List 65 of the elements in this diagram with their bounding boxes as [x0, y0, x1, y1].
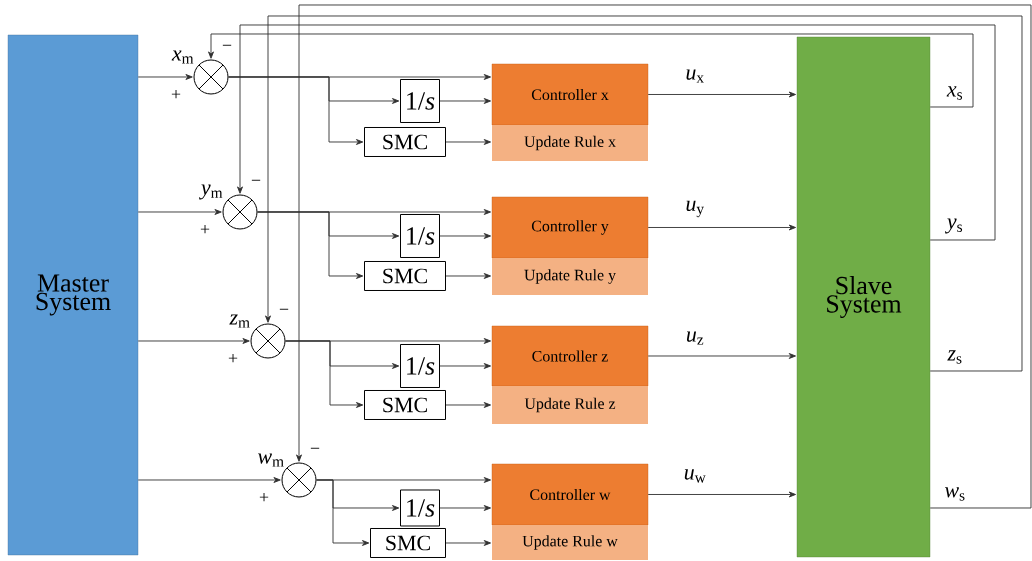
arrow	[439, 233, 491, 239]
sign-label: +	[228, 353, 238, 363]
signal-label: u$_{x}$	[686, 69, 704, 83]
controller-block: Controller x	[491, 63, 649, 126]
integrator-block: 1/s	[400, 79, 440, 123]
arrow	[137, 209, 222, 215]
smc-block: SMC	[370, 528, 446, 558]
arrow	[296, 4, 1032, 509]
sign-label: −	[279, 308, 289, 310]
signal-label: z$_{s}$	[947, 350, 962, 364]
arrow	[647, 353, 796, 359]
arrow	[137, 477, 281, 483]
arrow	[265, 15, 1023, 372]
sign-label: −	[251, 179, 261, 181]
signal-label: x$_{m}$	[171, 50, 194, 64]
sign-label: −	[222, 44, 232, 46]
controller-block: Controller z	[491, 325, 649, 387]
integrator-block: 1/s	[400, 214, 440, 258]
arrow	[257, 211, 364, 279]
arrow	[137, 74, 193, 80]
arrow	[316, 479, 370, 546]
integrator-block: 1/s	[400, 489, 440, 527]
arrow	[445, 540, 491, 546]
signal-label: z$_{m}$	[229, 314, 250, 328]
summing-junction	[193, 59, 229, 95]
system-block: Slave System	[796, 36, 931, 558]
arrow	[647, 491, 796, 498]
sign-label: +	[200, 224, 210, 234]
smc-block: SMC	[364, 390, 446, 420]
update-rule-block: Update Rule z	[492, 386, 648, 424]
sign-label: +	[259, 492, 269, 502]
arrow	[439, 98, 491, 104]
arrow	[445, 402, 491, 408]
arrow	[445, 273, 491, 279]
summing-junction	[250, 323, 286, 359]
update-rule-block: Update Rule y	[492, 258, 648, 295]
sign-label: +	[171, 89, 181, 99]
smc-block: SMC	[364, 261, 446, 291]
summing-junction	[222, 194, 258, 230]
arrow	[647, 224, 796, 231]
arrow	[439, 363, 491, 369]
arrow	[237, 24, 996, 241]
arrow	[647, 91, 796, 98]
integrator-block: 1/s	[400, 344, 440, 388]
controller-block: Controller w	[491, 463, 649, 526]
signal-label: y$_{m}$	[199, 184, 223, 200]
signal-label: u$_{z}$	[686, 331, 704, 345]
arrow	[228, 76, 364, 145]
sign-label: −	[310, 447, 320, 449]
signal-label: x$_{s}$	[946, 86, 963, 100]
signal-label: u$_{y}$	[686, 200, 704, 218]
arrow	[208, 33, 974, 108]
arrow	[439, 505, 491, 511]
arrow	[445, 139, 491, 145]
smc-block: SMC	[364, 127, 446, 157]
controller-block: Controller y	[491, 196, 649, 259]
signal-label: w$_{s}$	[945, 487, 965, 501]
system-block: Master System	[7, 34, 139, 556]
arrow	[285, 340, 364, 408]
signal-label: y$_{s}$	[945, 218, 963, 234]
arrow	[137, 338, 250, 344]
update-rule-block: Update Rule x	[492, 125, 648, 161]
update-rule-block: Update Rule w	[492, 525, 648, 560]
signal-label: w$_{m}$	[258, 453, 284, 467]
signal-label: u$_{w}$	[684, 469, 706, 483]
